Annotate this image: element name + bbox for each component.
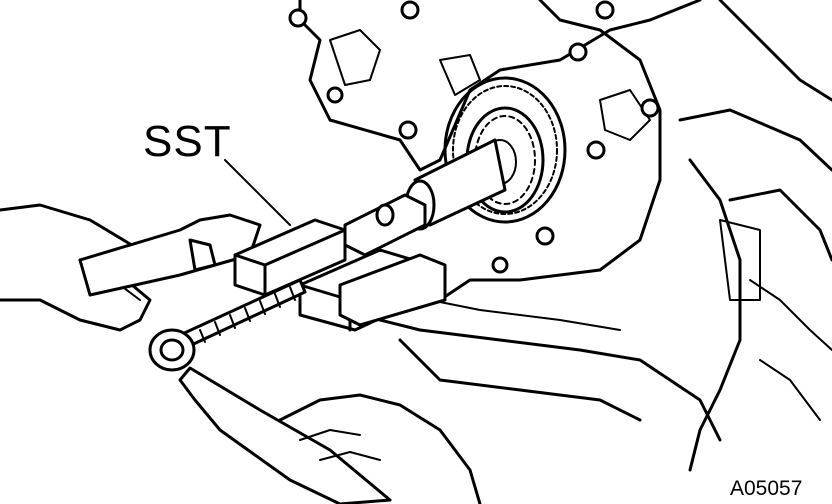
- ratchet-handle: [148, 328, 392, 504]
- gear-ring: [443, 76, 567, 224]
- engine-housing: [298, 0, 832, 472]
- threaded-rod: [178, 278, 307, 350]
- housing-bolts: [288, 0, 660, 274]
- puller-tool: [233, 193, 447, 332]
- adjustable-wrench: [78, 213, 262, 297]
- callout-leader-line: [224, 159, 291, 226]
- figure-id-label: A05057: [730, 477, 803, 500]
- sst-callout-label: SST: [143, 117, 232, 166]
- right-hand: [278, 393, 482, 504]
